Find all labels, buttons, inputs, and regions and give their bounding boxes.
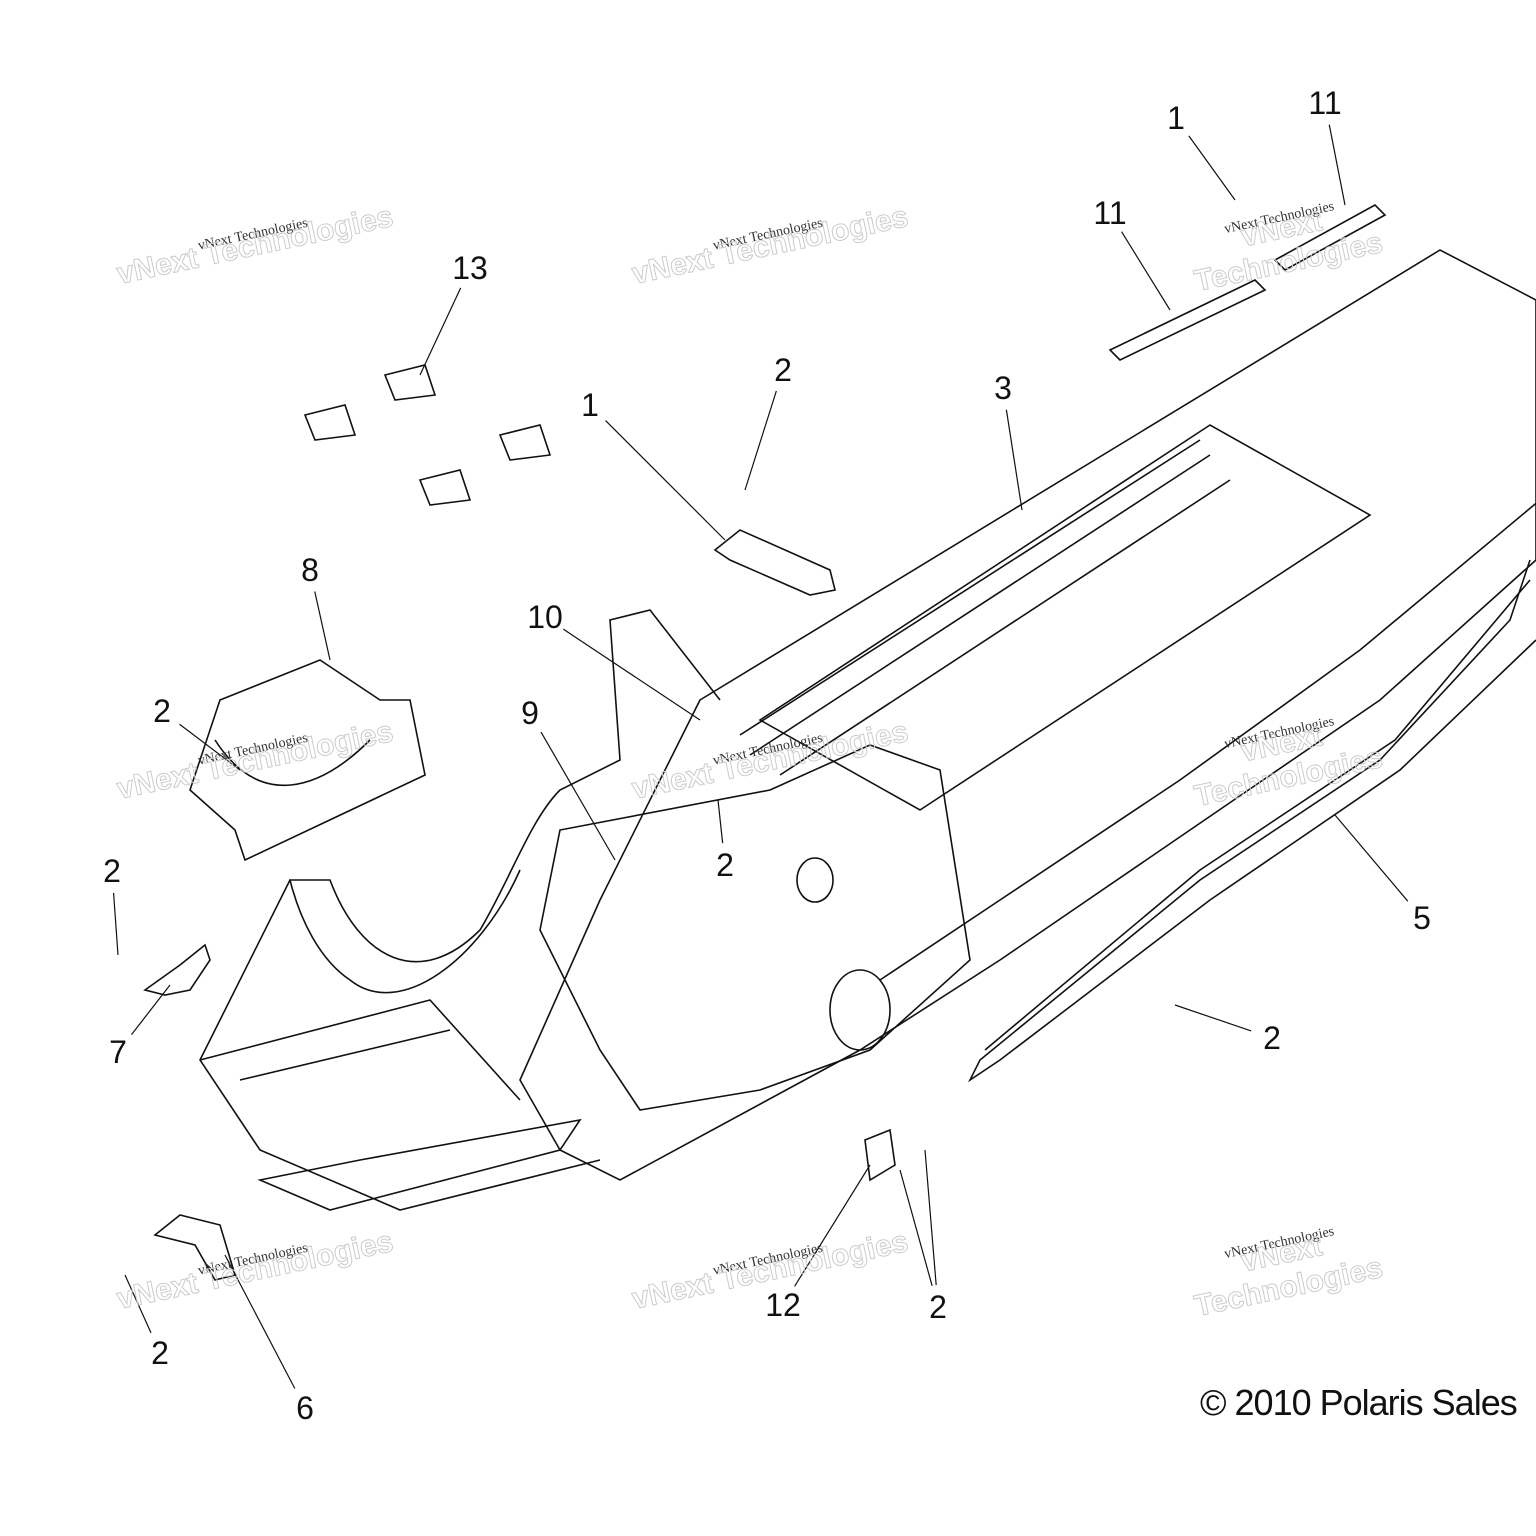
leader-line (419, 287, 462, 376)
leader-line (1188, 135, 1236, 201)
leader-line (924, 1149, 937, 1286)
leader-line (899, 1169, 933, 1286)
bracket-part-6 (153, 1214, 237, 1281)
leader-line (540, 731, 616, 861)
callout-label: 2 (1263, 1020, 1281, 1056)
leader-line (179, 723, 241, 771)
leader-line (1334, 814, 1409, 902)
plate-part-12 (864, 1128, 896, 1182)
callout-label: 6 (296, 1390, 314, 1426)
leader-line (314, 591, 331, 661)
callout-label: 2 (774, 352, 792, 388)
callout-label: 11 (1308, 85, 1342, 121)
callout-label: 13 (452, 250, 488, 286)
rail-part-11 (1108, 204, 1387, 361)
callout-label: 5 (1413, 900, 1431, 936)
callout-label: 9 (521, 695, 539, 731)
callout-label: 2 (929, 1289, 947, 1325)
callout-label: 12 (765, 1287, 801, 1323)
copyright-notice: © 2010 Polaris Sales (1200, 1382, 1518, 1423)
callout-label: 2 (716, 847, 734, 883)
callout-label: 11 (1093, 195, 1127, 231)
leader-line (1121, 231, 1171, 311)
leader-line (224, 1254, 296, 1389)
callout-label: 2 (153, 693, 171, 729)
bracket-part-7 (143, 943, 211, 996)
leader-line (794, 1164, 871, 1287)
leader-line (1328, 124, 1346, 206)
leader-line (1174, 1004, 1252, 1032)
running-board-part-5 (967, 559, 1536, 1083)
tunnel-part-3 (519, 249, 1536, 1181)
leader-line (605, 420, 726, 541)
callout-label: 8 (301, 552, 319, 588)
leader-line (131, 984, 171, 1035)
callout-label: 1 (581, 387, 599, 423)
leader-line (1005, 409, 1023, 511)
leader-line (717, 799, 724, 844)
callout-label: 1 (1167, 100, 1185, 136)
leader-line (124, 1274, 152, 1334)
leader-line (744, 390, 777, 491)
bracket-part-1 (713, 529, 836, 596)
leader-line (562, 628, 701, 721)
callout-label: 3 (994, 370, 1012, 406)
leader-line (112, 892, 119, 956)
callout-label: 10 (527, 599, 563, 635)
pad-part-13 (303, 364, 552, 506)
callout-label: 7 (109, 1034, 127, 1070)
callout-label: 2 (103, 853, 121, 889)
bracket-part-8 (189, 659, 426, 862)
callout-label: 2 (151, 1335, 169, 1371)
